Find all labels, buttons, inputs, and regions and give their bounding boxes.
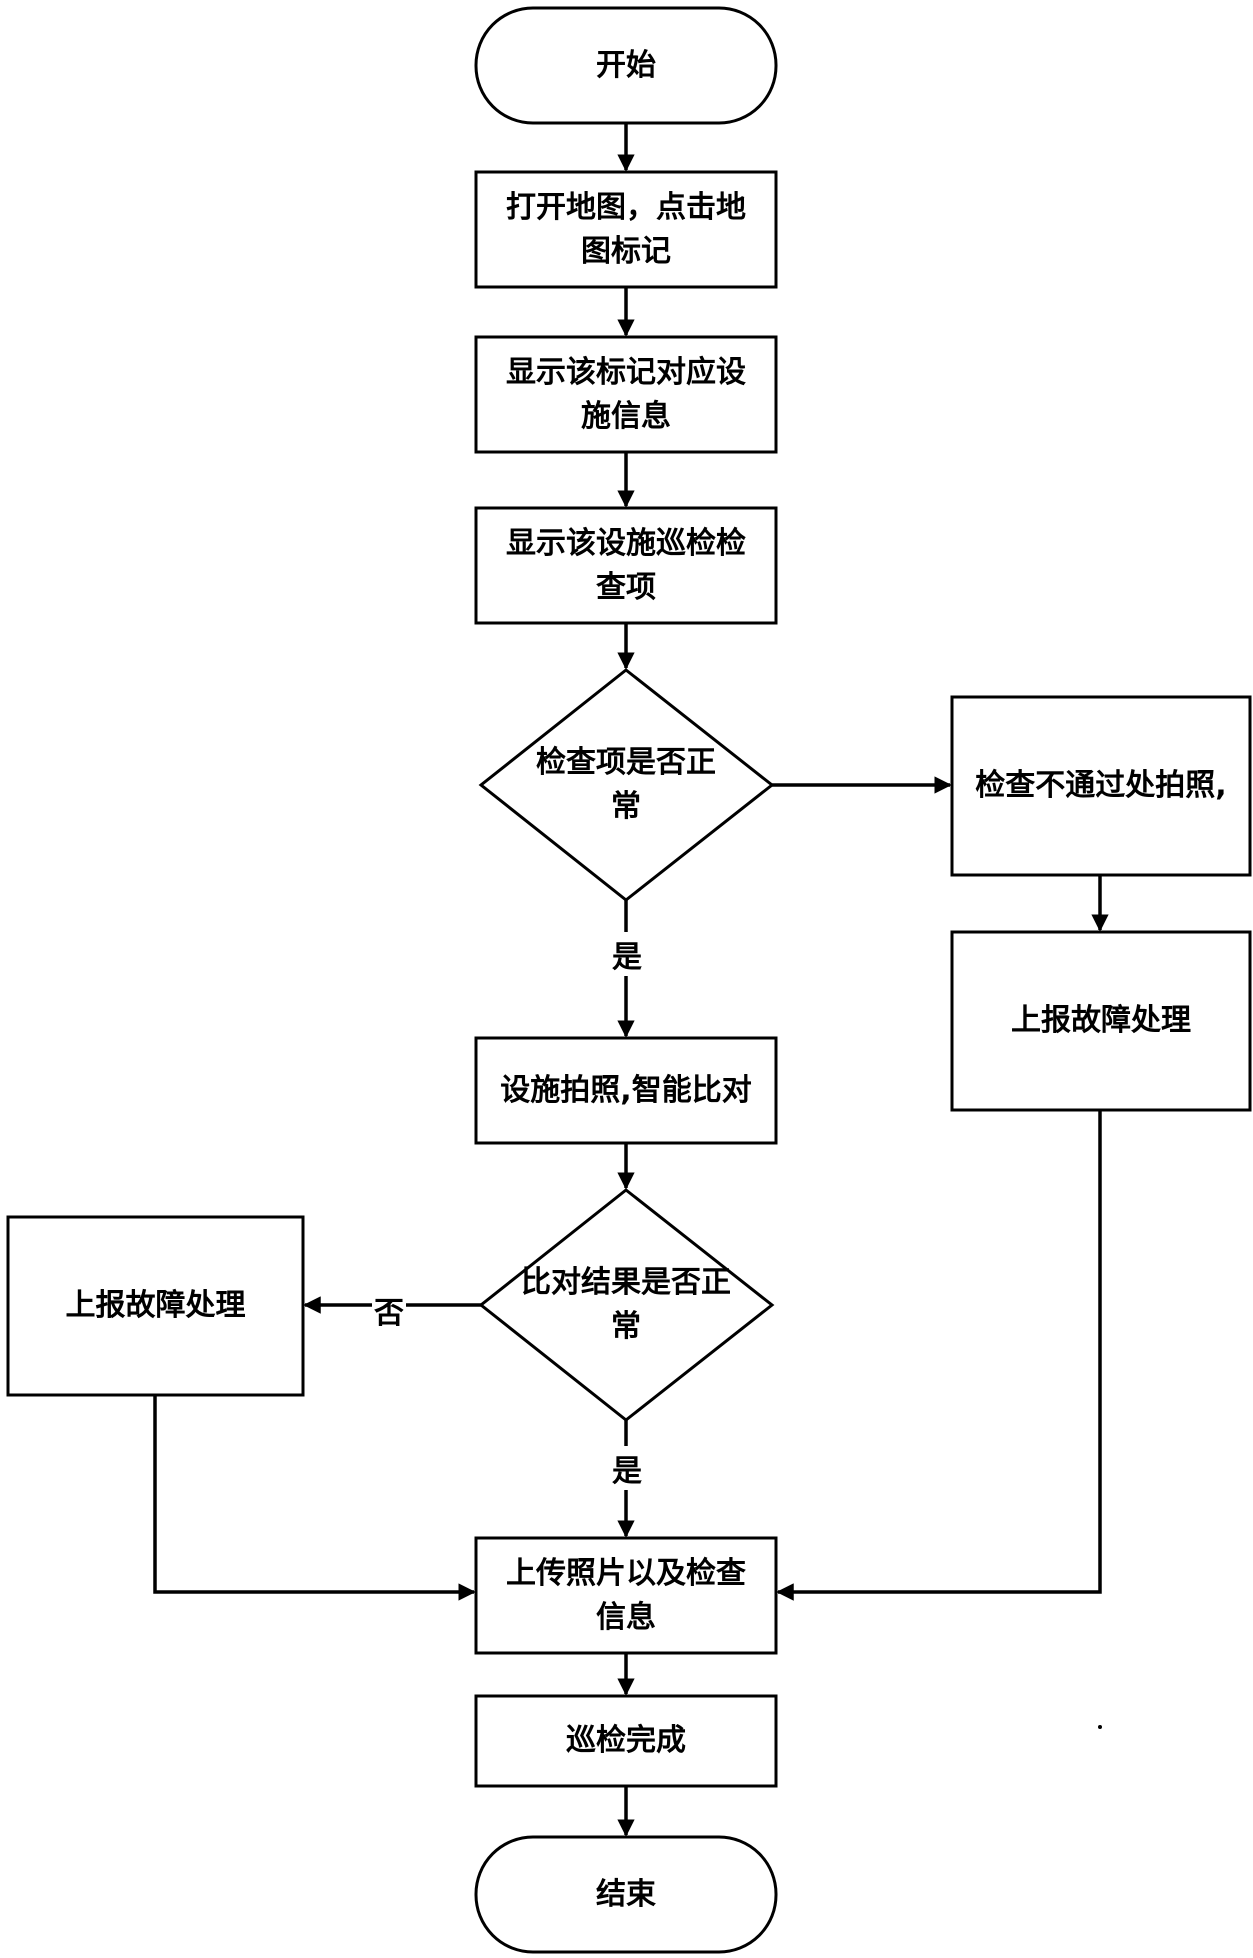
yes-label-2: 是 (610, 1446, 644, 1490)
arrow-report-right-to-upload (776, 1110, 1102, 1601)
inspection-complete-label: 巡检完成 (566, 1723, 686, 1758)
end-terminal (474, 1835, 778, 1954)
upload-photos-info-label: 上传照片以及检查信息 (506, 1555, 746, 1635)
show-facility-info-label: 显示该标记对应设施信息 (506, 354, 746, 434)
report-fault-left-label: 上报故障处理 (65, 1288, 246, 1323)
report-fault-right-label: 上报故障处理 (1011, 1003, 1191, 1038)
photo-failed-items-box (950, 695, 1252, 877)
end-label: 结束 (596, 1876, 656, 1912)
no-label-1: 否 (372, 1288, 406, 1332)
open-map-label: 打开地图，点击地图标记 (506, 189, 746, 269)
facility-photo-compare-label: 设施拍照,智能比对 (500, 1072, 752, 1108)
facility-photo-compare-box (474, 1036, 778, 1145)
arrow-report-left-to-upload (153, 1395, 476, 1601)
decision-items-normal-label: 检查项是否正常 (536, 745, 716, 824)
start-label: 开始 (596, 47, 656, 83)
report-fault-right-box (950, 930, 1252, 1112)
show-check-items-label: 显示该设施巡检检查项 (506, 525, 746, 605)
open-map-box (474, 170, 778, 289)
upload-photos-info-box (474, 1536, 778, 1655)
photo-failed-items-label: 检查不通过处拍照, (975, 768, 1227, 803)
stray-dot (1098, 1725, 1102, 1729)
report-fault-left-box (6, 1215, 305, 1397)
decision-compare-normal-label: 比对结果是否正常 (521, 1265, 731, 1344)
yes-label-1: 是 (610, 932, 644, 976)
show-check-items-box (474, 506, 778, 625)
show-facility-info-box (474, 335, 778, 454)
